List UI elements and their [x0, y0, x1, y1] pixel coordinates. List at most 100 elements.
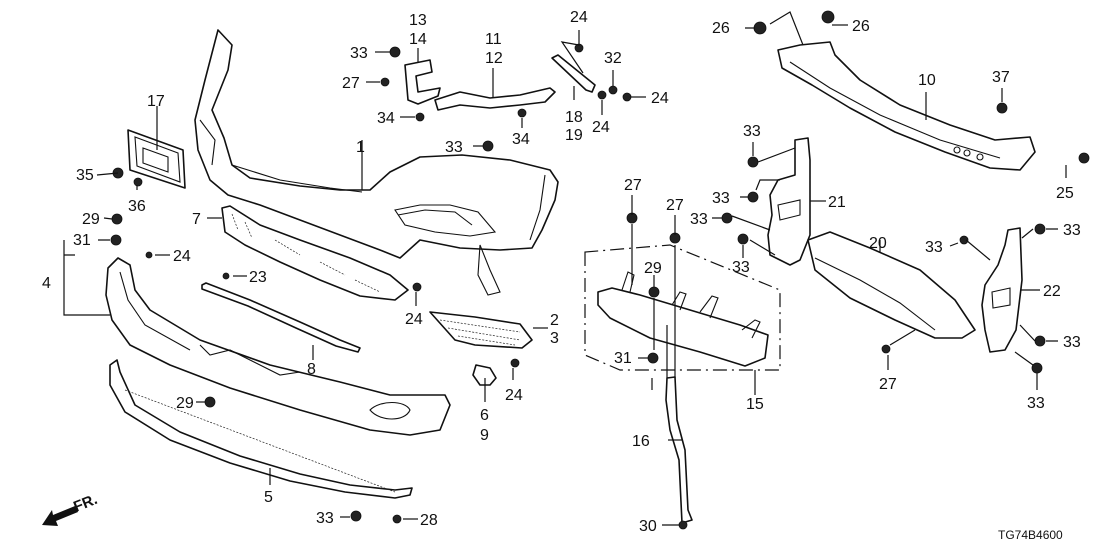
callout-18[interactable]: 18	[565, 109, 583, 126]
part-8-grille-molding[interactable]	[201, 282, 361, 353]
callout-5[interactable]: 5	[264, 489, 273, 506]
callout-33[interactable]: 33	[1063, 222, 1081, 239]
callout-24[interactable]: 24	[173, 248, 191, 265]
callout-13[interactable]: 13	[409, 12, 427, 29]
callout-33[interactable]: 33	[712, 190, 730, 207]
callout-14[interactable]: 14	[409, 31, 427, 48]
callout-31[interactable]: 31	[614, 350, 632, 367]
callout-33[interactable]: 33	[1027, 395, 1045, 412]
clip-icon	[737, 233, 749, 245]
bolt-icon	[1078, 152, 1090, 164]
part-5-lower-spoiler[interactable]	[109, 359, 413, 499]
part-7-lower-grille[interactable]	[221, 205, 409, 301]
callout-33[interactable]: 33	[690, 211, 708, 228]
callout-11[interactable]: 11	[485, 31, 502, 48]
part-21-side-support[interactable]	[767, 137, 811, 266]
part-17-license-plate-base[interactable]	[127, 129, 186, 189]
part-18-19-side-bracket[interactable]	[551, 54, 596, 93]
callout-33[interactable]: 33	[732, 259, 750, 276]
clip-icon	[392, 514, 402, 524]
part-20-lower-absorber[interactable]	[807, 231, 976, 339]
callout-29[interactable]: 29	[176, 395, 194, 412]
callout-16[interactable]: 16	[632, 433, 650, 450]
clip-icon	[204, 396, 216, 408]
part-1-front-bumper-face[interactable]	[194, 29, 559, 296]
callout-6[interactable]: 6	[480, 407, 489, 424]
part-16-lower-stay[interactable]	[665, 376, 693, 524]
callout-4[interactable]: 4	[42, 275, 51, 292]
callout-27[interactable]: 27	[879, 376, 897, 393]
callout-26[interactable]: 26	[712, 20, 730, 37]
callout-1[interactable]: 1	[356, 139, 365, 156]
callout-2[interactable]: 2	[550, 312, 559, 329]
part-6-9-bracket[interactable]	[472, 364, 497, 386]
callout-35[interactable]: 35	[76, 167, 94, 184]
callout-24[interactable]: 24	[570, 9, 588, 26]
clip-icon	[415, 112, 425, 122]
callout-33[interactable]: 33	[316, 510, 334, 527]
callout-8[interactable]: 8	[307, 361, 316, 378]
callout-15[interactable]: 15	[746, 396, 764, 413]
callout-17[interactable]: 17	[147, 93, 165, 110]
callout-29[interactable]: 29	[82, 211, 100, 228]
callout-27[interactable]: 27	[666, 197, 684, 214]
callout-37[interactable]: 37	[992, 69, 1010, 86]
part-4-lower-bumper[interactable]	[105, 257, 451, 436]
callout-34[interactable]: 34	[377, 110, 395, 127]
callout-27[interactable]: 27	[342, 75, 360, 92]
callout-27[interactable]: 27	[624, 177, 642, 194]
clip-icon	[389, 46, 401, 58]
drawing-code: TG74B4600	[998, 528, 1063, 542]
callout-24[interactable]: 24	[405, 311, 423, 328]
callout-12[interactable]: 12	[485, 50, 503, 67]
part-13-14-spacer[interactable]	[404, 59, 441, 105]
callout-30[interactable]: 30	[639, 518, 657, 535]
callout-24[interactable]: 24	[592, 119, 610, 136]
part-11-12-upper-bracket[interactable]	[434, 87, 556, 111]
bolt-icon	[678, 520, 688, 530]
clip-icon	[747, 156, 759, 168]
callout-33[interactable]: 33	[925, 239, 943, 256]
clip-icon	[597, 90, 607, 100]
part-15-absorber[interactable]	[597, 271, 769, 367]
callout-33[interactable]: 33	[1063, 334, 1081, 351]
part-2-3-fog-garnish[interactable]	[429, 311, 533, 349]
clip-icon	[881, 344, 891, 354]
clip-icon	[110, 234, 122, 246]
callout-24[interactable]: 24	[505, 387, 523, 404]
callout-3[interactable]: 3	[550, 330, 559, 347]
callout-36[interactable]: 36	[128, 198, 146, 215]
callout-33[interactable]: 33	[350, 45, 368, 62]
callout-33[interactable]: 33	[743, 123, 761, 140]
callout-28[interactable]: 28	[420, 512, 438, 529]
clip-icon	[517, 108, 527, 118]
callout-23[interactable]: 23	[249, 269, 267, 286]
fasteners	[110, 10, 1090, 530]
callout-22[interactable]: 22	[1043, 283, 1061, 300]
callout-31[interactable]: 31	[73, 232, 91, 249]
part-10-bumper-beam[interactable]	[777, 41, 1036, 171]
callout-24[interactable]: 24	[651, 90, 669, 107]
bolt-icon	[821, 10, 835, 24]
callout-32[interactable]: 32	[604, 50, 622, 67]
clip-icon	[648, 286, 660, 298]
callout-25[interactable]: 25	[1056, 185, 1074, 202]
clip-icon	[222, 272, 230, 280]
callout-26[interactable]: 26	[852, 18, 870, 35]
clip-icon	[510, 358, 520, 368]
leader-lines	[63, 11, 1067, 526]
clip-icon	[747, 191, 759, 203]
callout-10[interactable]: 10	[918, 72, 936, 89]
clip-icon	[608, 85, 618, 95]
callout-20[interactable]: 20	[869, 235, 887, 252]
callout-29[interactable]: 29	[644, 260, 662, 277]
callout-34[interactable]: 34	[512, 131, 530, 148]
part-22-side-support[interactable]	[981, 227, 1023, 353]
callout-9[interactable]: 9	[480, 427, 489, 444]
callout-19[interactable]: 19	[565, 127, 583, 144]
callout-33[interactable]: 33	[445, 139, 463, 156]
callout-7[interactable]: 7	[192, 211, 201, 228]
bolt-icon	[753, 21, 767, 35]
clip-icon	[145, 251, 153, 259]
callout-21[interactable]: 21	[828, 194, 846, 211]
